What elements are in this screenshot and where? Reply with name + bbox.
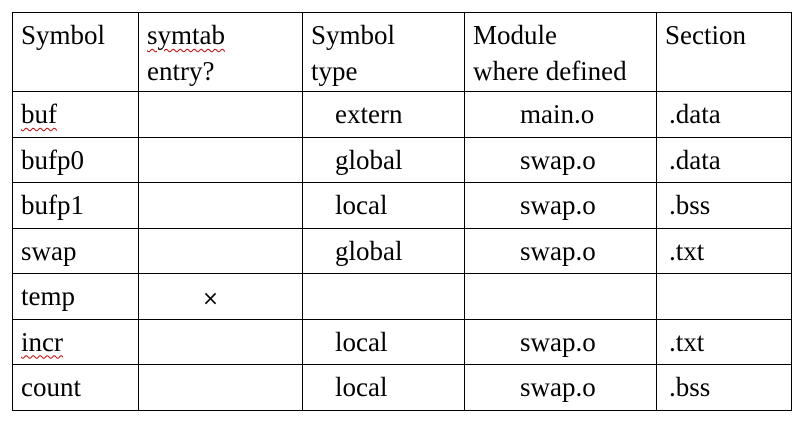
- cell-symbol: bufp1: [12, 182, 139, 229]
- cell-symbol: incr: [12, 318, 139, 365]
- cell-section: [656, 273, 792, 320]
- table-row: bufp0 global swap.o .data: [12, 136, 792, 183]
- header-section: Section: [656, 12, 792, 92]
- header-symtab-entry: symtab entry?: [138, 12, 303, 92]
- symbol-name: bufp1: [21, 190, 84, 220]
- header-row: Symbol symtab entry? Symbol type Module …: [12, 12, 792, 92]
- cell-symbol: buf: [12, 91, 139, 138]
- table-row: swap global swap.o .txt: [12, 227, 792, 274]
- cell-section: .bss: [656, 182, 792, 229]
- header-symbol-type: Symbol type: [302, 12, 465, 92]
- cell-module: swap.o: [464, 182, 657, 229]
- table-row: buf extern main.o .data: [12, 91, 792, 138]
- cell-module: swap.o: [464, 136, 657, 183]
- cell-symtab-entry: [138, 182, 303, 229]
- symbol-name: bufp0: [21, 144, 84, 175]
- header-module: Module where defined: [464, 12, 657, 92]
- cell-symbol: bufp0: [12, 136, 139, 183]
- cell-symbol-type: [302, 273, 465, 320]
- cell-module: swap.o: [464, 227, 657, 274]
- cell-module: swap.o: [464, 364, 657, 411]
- symbol-name: temp: [21, 281, 75, 311]
- cell-symbol-type: global: [302, 227, 465, 274]
- cell-symbol-type: global: [302, 136, 465, 183]
- cell-module: swap.o: [464, 318, 657, 365]
- header-type-line1: Symbol: [311, 20, 396, 50]
- header-symtab-line1: symtab: [147, 20, 225, 50]
- cell-symbol: count: [12, 364, 139, 411]
- header-module-line2: where defined: [473, 56, 627, 86]
- cell-symbol: temp: [12, 273, 139, 320]
- symbol-name: incr: [21, 326, 63, 357]
- cell-symtab-entry: [138, 136, 303, 183]
- cell-symtab-entry: [138, 227, 303, 274]
- table-row: incr local swap.o .txt: [12, 318, 792, 365]
- cell-symbol-type: local: [302, 364, 465, 411]
- header-module-line1: Module: [473, 20, 557, 50]
- cell-section: .txt: [656, 227, 792, 274]
- symbol-name: count: [21, 372, 81, 402]
- cell-section: .bss: [656, 364, 792, 411]
- cell-module: [464, 273, 657, 320]
- cell-symtab-entry: [138, 364, 303, 411]
- cell-symbol-type: extern: [302, 91, 465, 138]
- cell-symtab-entry: [138, 318, 303, 365]
- header-symtab-line2: entry?: [147, 56, 215, 86]
- header-symbol-label: Symbol: [21, 20, 106, 50]
- symbol-name: swap: [21, 235, 77, 266]
- cell-module: main.o: [464, 91, 657, 138]
- table-row: temp ×: [12, 273, 792, 320]
- cell-symbol-type: local: [302, 182, 465, 229]
- cell-section: .txt: [656, 318, 792, 365]
- cell-symbol-type: local: [302, 318, 465, 365]
- cell-symtab-entry: ×: [138, 273, 303, 320]
- symbol-table: Symbol symtab entry? Symbol type Module …: [12, 12, 792, 411]
- header-type-line2: type: [311, 56, 358, 86]
- cell-symbol: swap: [12, 227, 139, 274]
- header-symbol: Symbol: [12, 12, 139, 92]
- table-row: bufp1 local swap.o .bss: [12, 182, 792, 229]
- cell-section: .data: [656, 91, 792, 138]
- table-row: count local swap.o .bss: [12, 364, 792, 411]
- header-section-label: Section: [665, 20, 746, 50]
- symbol-name: buf: [21, 99, 57, 129]
- symtab-mark: ×: [202, 286, 219, 310]
- cell-section: .data: [656, 136, 792, 183]
- cell-symtab-entry: [138, 91, 303, 138]
